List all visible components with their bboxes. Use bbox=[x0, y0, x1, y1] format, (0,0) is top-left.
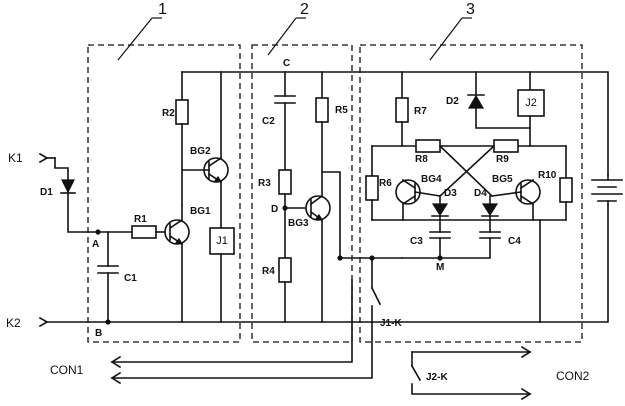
bg3-collector bbox=[309, 194, 324, 206]
r2-label: R2 bbox=[162, 108, 175, 119]
c4-label: C4 bbox=[508, 236, 521, 247]
r10-label: R10 bbox=[538, 170, 557, 181]
con1-label: CON1 bbox=[50, 363, 84, 377]
block-3-outline bbox=[359, 44, 583, 343]
bg4-base-wire bbox=[414, 191, 441, 197]
bg1-transistor bbox=[164, 219, 190, 245]
node-m-label: M bbox=[436, 262, 444, 273]
r4-label: R4 bbox=[262, 266, 275, 277]
j1-label: J1 bbox=[216, 235, 228, 247]
d3-diode-icon bbox=[431, 203, 449, 217]
c2-label: C2 bbox=[262, 116, 275, 127]
con2-arrow-2-icon bbox=[520, 387, 532, 401]
j1k-blade bbox=[370, 286, 382, 306]
j1-relay bbox=[209, 227, 235, 255]
node-c-label: C bbox=[283, 58, 290, 69]
r6-label: R6 bbox=[379, 178, 392, 189]
k2-label: K2 bbox=[6, 316, 21, 330]
r7-label: R7 bbox=[414, 106, 427, 117]
d2-bottom-wire bbox=[475, 107, 531, 129]
r4-resistor bbox=[278, 257, 292, 283]
bg3-label: BG3 bbox=[288, 218, 309, 229]
j2-relay bbox=[517, 89, 545, 117]
bg4-collector bbox=[401, 178, 417, 190]
d2-label: D2 bbox=[446, 96, 459, 107]
bg5-label: BG5 bbox=[492, 174, 513, 185]
bg3-transistor bbox=[305, 195, 331, 221]
bg4-label: BG4 bbox=[421, 174, 442, 185]
r6-resistor bbox=[365, 175, 379, 201]
j2k-blade bbox=[410, 364, 422, 382]
bg5-collector bbox=[519, 178, 535, 190]
r3-resistor bbox=[278, 169, 292, 195]
r2-resistor bbox=[175, 99, 189, 125]
block-1-outline bbox=[87, 44, 241, 343]
d4-diode-icon bbox=[481, 203, 499, 217]
k1-wire bbox=[54, 157, 99, 233]
con1-arrow-1-icon bbox=[110, 355, 122, 369]
bg4-emitter bbox=[401, 194, 417, 206]
con2-label: CON2 bbox=[556, 369, 590, 383]
j1k-label: J1-K bbox=[380, 318, 402, 329]
node-d-label: D bbox=[271, 204, 278, 215]
node-b-dot bbox=[105, 319, 111, 325]
d1-label: D1 bbox=[40, 187, 53, 198]
r5-label: R5 bbox=[335, 105, 348, 116]
con1-line-2 bbox=[111, 321, 373, 379]
c3-c4-join bbox=[439, 237, 491, 259]
con1-line-1 bbox=[111, 279, 353, 363]
block-2-label: 2 bbox=[300, 1, 309, 18]
d2-diode-icon bbox=[467, 94, 485, 109]
d1-diode-icon bbox=[61, 179, 75, 194]
r5-resistor bbox=[315, 97, 329, 123]
bg1-label: BG1 bbox=[190, 206, 211, 217]
bg2-collector bbox=[207, 156, 223, 168]
block-1-label: 1 bbox=[158, 1, 167, 18]
bg1-collector bbox=[168, 218, 184, 230]
node-b-label: B bbox=[95, 328, 102, 339]
block-2-leader bbox=[267, 17, 297, 56]
r7-resistor bbox=[395, 97, 409, 123]
k1-label: K1 bbox=[8, 151, 23, 165]
k1-arrow bbox=[38, 152, 49, 164]
bg2-emitter-arrow-icon bbox=[213, 175, 223, 183]
c1-label: C1 bbox=[124, 273, 137, 284]
node-a-label: A bbox=[92, 239, 99, 250]
block-3-leader bbox=[429, 17, 463, 61]
bg5-base-wire bbox=[491, 191, 522, 197]
j2k-lower bbox=[411, 383, 531, 395]
bottom-rail bbox=[45, 204, 609, 323]
block-2-outline bbox=[251, 44, 353, 343]
r1-label: R1 bbox=[134, 214, 147, 225]
con2-arrow-1-icon bbox=[520, 345, 532, 359]
k2-arrow bbox=[38, 316, 49, 328]
j2-label: J2 bbox=[525, 97, 537, 109]
bg1-emitter-arrow-icon bbox=[174, 237, 184, 245]
r1-resistor bbox=[131, 225, 157, 239]
d4-label: D4 bbox=[474, 188, 487, 199]
r8-resistor bbox=[415, 139, 441, 153]
block-1-leader bbox=[117, 17, 153, 61]
d3-label: D3 bbox=[444, 188, 457, 199]
bg3-emitter-arrow-icon bbox=[314, 213, 324, 221]
r9-resistor bbox=[493, 139, 519, 153]
block-3-label: 3 bbox=[466, 1, 475, 18]
cross-link-2 bbox=[438, 144, 496, 198]
j1k-dot bbox=[369, 255, 375, 261]
bg2-label: BG2 bbox=[190, 146, 211, 157]
bg5-emitter bbox=[519, 194, 535, 206]
r10-resistor bbox=[559, 177, 573, 203]
con1-arrow-2-icon bbox=[110, 371, 122, 385]
bg3-out-dot bbox=[337, 255, 343, 261]
j2k-label: J2-K bbox=[426, 372, 448, 383]
r3-label: R3 bbox=[258, 178, 271, 189]
top-rail bbox=[181, 71, 609, 176]
c3-label: C3 bbox=[410, 236, 423, 247]
r9-label: R9 bbox=[496, 154, 509, 165]
r8-label: R8 bbox=[415, 154, 428, 165]
